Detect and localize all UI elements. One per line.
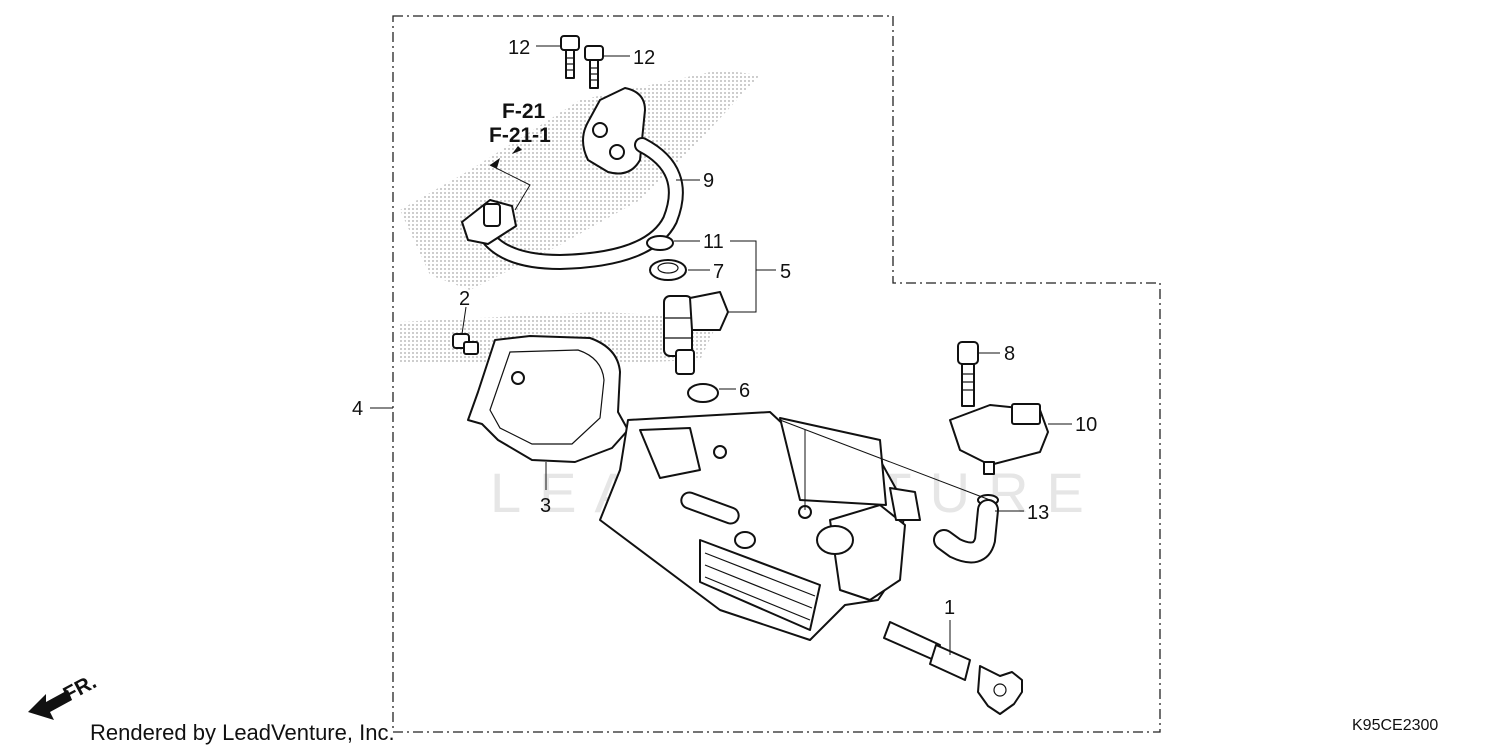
callout-8: 8 [1004,343,1015,365]
front-arrow-icon [28,690,72,720]
callout-7: 7 [713,261,724,283]
sensor-10 [949,403,1049,475]
hose-13 [933,494,999,564]
o-ring-6 [687,383,719,403]
seal-cap-7 [649,259,687,281]
bolt-12-left [560,35,580,79]
callout-11: 11 [703,231,724,253]
reference-f21: F-21 [502,100,546,123]
bolt-12-right [584,45,604,89]
callout-12-right: 12 [633,47,655,69]
bolt-8 [957,341,979,407]
bolt-2 [452,333,479,355]
callout-3: 3 [540,495,551,517]
diagram-code: K95CE2300 [1352,717,1438,734]
fuel-hose-9 [461,87,684,271]
injector-5 [663,291,729,375]
callout-12-left: 12 [508,37,530,59]
assembly-boundary [392,15,1161,733]
callout-4: 4 [352,398,363,420]
cover-3 [467,335,629,463]
rendered-by-credit: Rendered by LeadVenture, Inc. [90,720,395,745]
callout-13: 13 [1027,502,1049,524]
callout-10: 10 [1075,414,1097,436]
throttle-body [599,411,921,641]
callout-2: 2 [459,288,470,310]
reference-arrow [489,146,531,211]
o-ring-11 [646,235,674,251]
callout-5: 5 [780,261,791,283]
callout-6: 6 [739,380,750,402]
callout-1: 1 [944,597,955,619]
idle-screw-1 [883,621,1023,715]
leader-lines [370,45,1072,655]
reference-f21-1: F-21-1 [489,124,551,147]
callout-9: 9 [703,170,714,192]
